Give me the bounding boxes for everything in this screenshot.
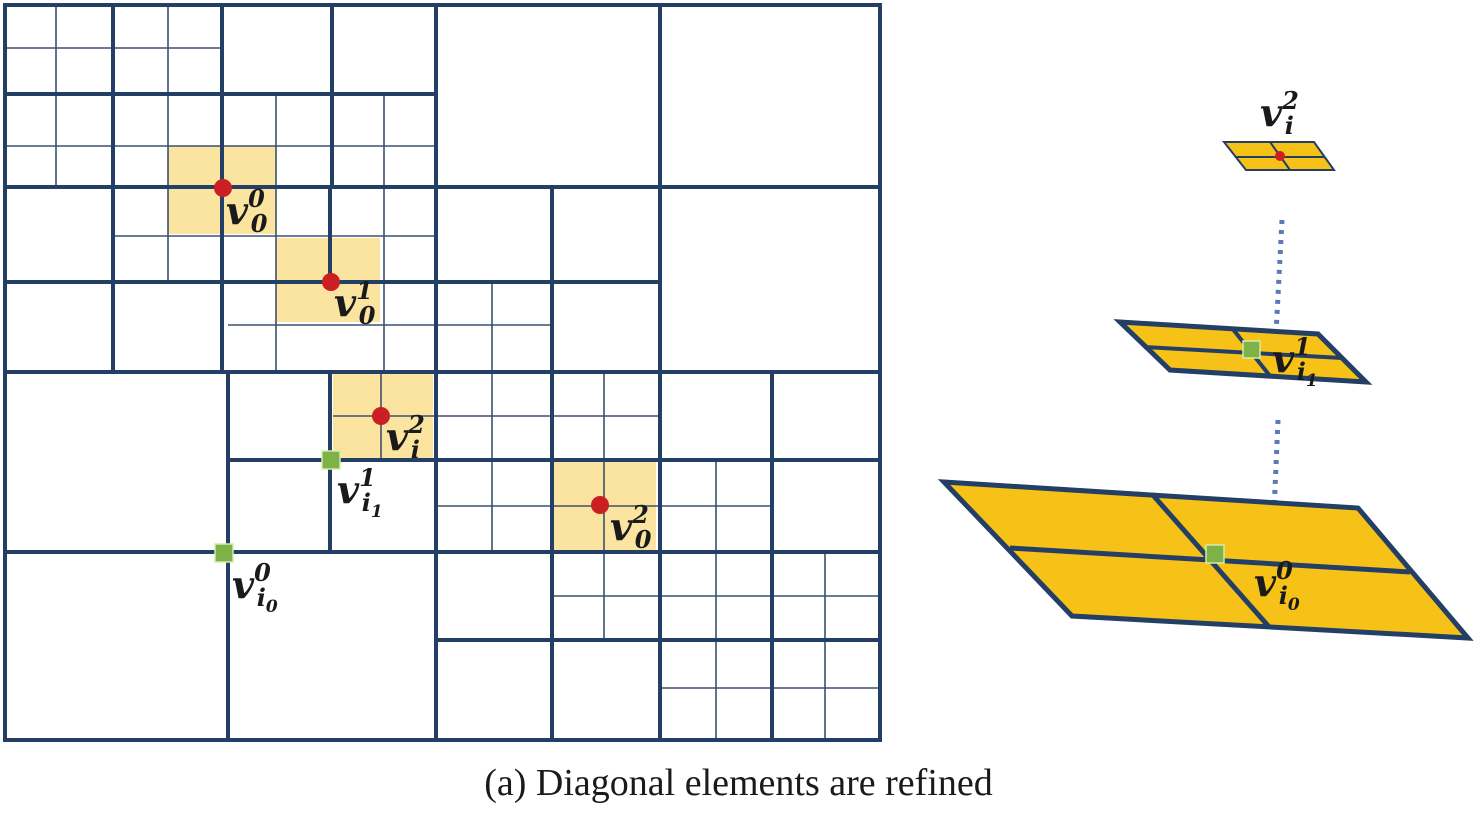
- red-vertex-level2: [1275, 151, 1285, 161]
- green-vertex-vi00: [214, 543, 234, 563]
- red-vertex-v2i: [372, 407, 390, 425]
- coarse-grid-lines: [3, 3, 882, 742]
- green-vertex-vi11: [321, 450, 341, 470]
- green-vertex-level0: [1205, 544, 1225, 564]
- connector-level2-level1: [1273, 219, 1285, 335]
- red-vertex-v01: [322, 273, 340, 291]
- figure-caption: (a) Diagonal elements are refined: [484, 762, 993, 804]
- fine-grid-lines: [5, 5, 880, 740]
- red-vertex-v00: [214, 179, 232, 197]
- green-vertex-level1: [1242, 340, 1261, 359]
- vertices: [214, 179, 609, 563]
- red-vertex-v02: [591, 496, 609, 514]
